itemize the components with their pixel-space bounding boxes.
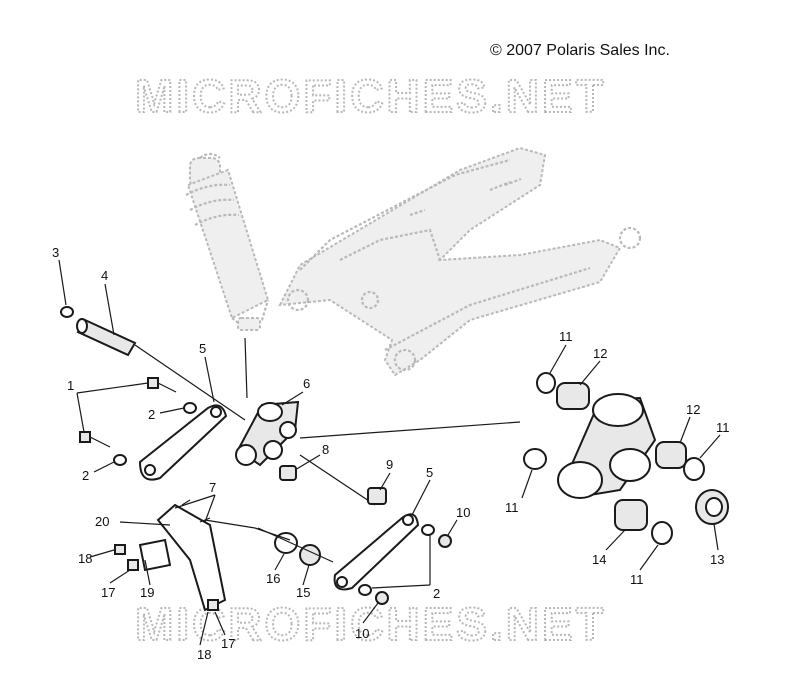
- callout-11-b: 11: [716, 420, 730, 435]
- bushing-axis-line: [299, 454, 376, 506]
- bushing-12-b: [655, 441, 687, 469]
- callout-12-b: 12: [686, 402, 700, 417]
- bushing-part-8: [279, 465, 297, 481]
- callout-16: 16: [266, 571, 280, 586]
- callout-9: 9: [386, 457, 393, 472]
- ghost-swingarm: [278, 146, 642, 377]
- callout-11-c: 11: [505, 500, 519, 515]
- callout-10-b: 10: [355, 626, 369, 641]
- callout-18-b: 18: [197, 647, 211, 662]
- callout-2-b: 2: [82, 468, 89, 483]
- callout-1: 1: [67, 378, 74, 393]
- callout-5-a: 5: [199, 341, 206, 356]
- callout-17-b: 17: [221, 636, 235, 651]
- watermark-bottom: MICROFICHES.NET: [135, 598, 607, 650]
- callout-17-a: 17: [101, 585, 115, 600]
- callout-labels: 3 4 1 2 2 5 6 8 9 5 10 2 10 11 12 12 11 …: [52, 245, 730, 662]
- bolt-lower-part: [79, 431, 111, 448]
- bearing-part-15: [299, 544, 321, 566]
- seal-11-a: [536, 372, 556, 394]
- nut-lower-part: [375, 591, 389, 605]
- bushing-14: [614, 499, 648, 531]
- callout-12-a: 12: [593, 346, 607, 361]
- callout-7: 7: [209, 480, 216, 495]
- o-ring-part: [60, 306, 74, 318]
- link-right-part: [333, 513, 420, 591]
- pivot-axis-line: [299, 421, 521, 439]
- bushing-12-a: [556, 382, 590, 410]
- callout-15: 15: [296, 585, 310, 600]
- callout-18-a: 18: [78, 551, 92, 566]
- callout-2-c: 2: [433, 586, 440, 601]
- nut-upper-part: [438, 534, 452, 548]
- seal-11-b: [523, 448, 547, 470]
- pin-axis-line: [134, 344, 246, 421]
- callout-10-a: 10: [456, 505, 470, 520]
- washer-bottom-part: [358, 584, 372, 596]
- callout-6: 6: [303, 376, 310, 391]
- shock-axis-line: [244, 337, 248, 399]
- ghost-shock-absorber: [185, 152, 270, 331]
- seal-11-c: [683, 457, 705, 481]
- washer-mid-part: [421, 524, 435, 536]
- callout-19: 19: [140, 585, 154, 600]
- callout-11-a: 11: [559, 329, 573, 344]
- bracket-assembly-part: [114, 499, 291, 612]
- leader-lines: [58, 259, 721, 646]
- callout-3: 3: [52, 245, 59, 260]
- bolt-upper-part: [147, 377, 177, 393]
- callout-13: 13: [710, 552, 724, 567]
- bearing-13: [695, 489, 729, 525]
- callout-14: 14: [592, 552, 606, 567]
- link-left-part: [138, 404, 228, 481]
- watermark-top: MICROFICHES.NET: [135, 70, 607, 122]
- callout-2-a: 2: [148, 407, 155, 422]
- callout-20: 20: [95, 514, 109, 529]
- callout-8: 8: [322, 442, 329, 457]
- pivot-pin-part: [76, 318, 137, 357]
- callout-11-d: 11: [630, 572, 644, 587]
- rocker-small-part: [235, 400, 300, 467]
- seal-11-d: [651, 521, 673, 545]
- washer-left-part: [113, 454, 127, 466]
- rocker-large-part: [557, 393, 657, 499]
- copyright-notice: © 2007 Polaris Sales Inc.: [490, 42, 670, 59]
- washer-upper-part: [183, 402, 197, 414]
- callout-4: 4: [101, 268, 108, 283]
- bushing-part-9: [367, 487, 387, 505]
- callout-5-b: 5: [426, 465, 433, 480]
